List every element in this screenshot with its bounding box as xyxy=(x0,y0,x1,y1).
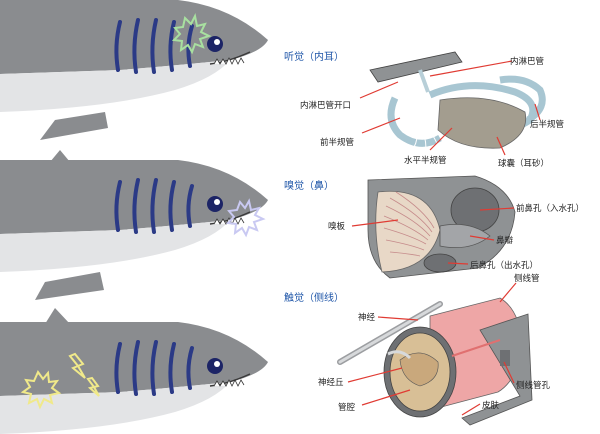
smell-title: 嗅觉（鼻） xyxy=(284,179,334,192)
label-posterior-naris: 后鼻孔（出水孔） xyxy=(470,260,538,271)
label-lateral-line-canal: 侧线管 xyxy=(514,273,540,284)
shark-touch xyxy=(0,308,270,434)
hearing-burst-icon xyxy=(171,12,212,55)
shark-hearing xyxy=(0,0,275,140)
label-lateral-line-pore: 侧线管孔 xyxy=(516,380,551,391)
touch-leaders xyxy=(347,282,517,416)
touch-burst-icon xyxy=(20,352,100,410)
label-canal-lumen: 管腔 xyxy=(338,402,356,413)
dorsal-fin xyxy=(45,308,70,324)
shark-smell xyxy=(0,150,270,300)
pectoral-fin xyxy=(35,272,104,300)
nose-illustration xyxy=(367,175,516,279)
label-posterior-canal: 后半规管 xyxy=(530,119,564,130)
label-endolymph-duct: 内淋巴管 xyxy=(510,56,544,67)
pectoral-fin xyxy=(40,112,108,140)
label-sacculus: 球囊（耳砂） xyxy=(498,158,549,169)
hearing-title: 听觉（内耳） xyxy=(284,50,344,63)
label-horizontal-canal: 水平半规管 xyxy=(404,155,447,166)
touch-title: 触觉（侧线） xyxy=(284,291,344,304)
label-anterior-canal: 前半规管 xyxy=(320,137,354,148)
lateral-line-illustration xyxy=(337,297,533,426)
label-anterior-naris: 前鼻孔（入水孔） xyxy=(516,203,584,214)
smell-leaders xyxy=(351,207,515,265)
label-skin: 皮肤 xyxy=(482,400,500,411)
label-nerve: 神经 xyxy=(358,312,376,323)
label-endolymph-opening: 内淋巴管开口 xyxy=(300,100,351,111)
label-neuromast: 神经丘 xyxy=(318,377,344,388)
inner-ear-illustration xyxy=(369,51,546,153)
hearing-leaders xyxy=(359,60,541,156)
dorsal-fin xyxy=(50,150,70,162)
smell-burst-icon xyxy=(225,198,266,238)
label-nasal-flap: 鼻瓣 xyxy=(496,235,514,246)
label-olfactory-plate: 嗅板 xyxy=(328,221,346,232)
